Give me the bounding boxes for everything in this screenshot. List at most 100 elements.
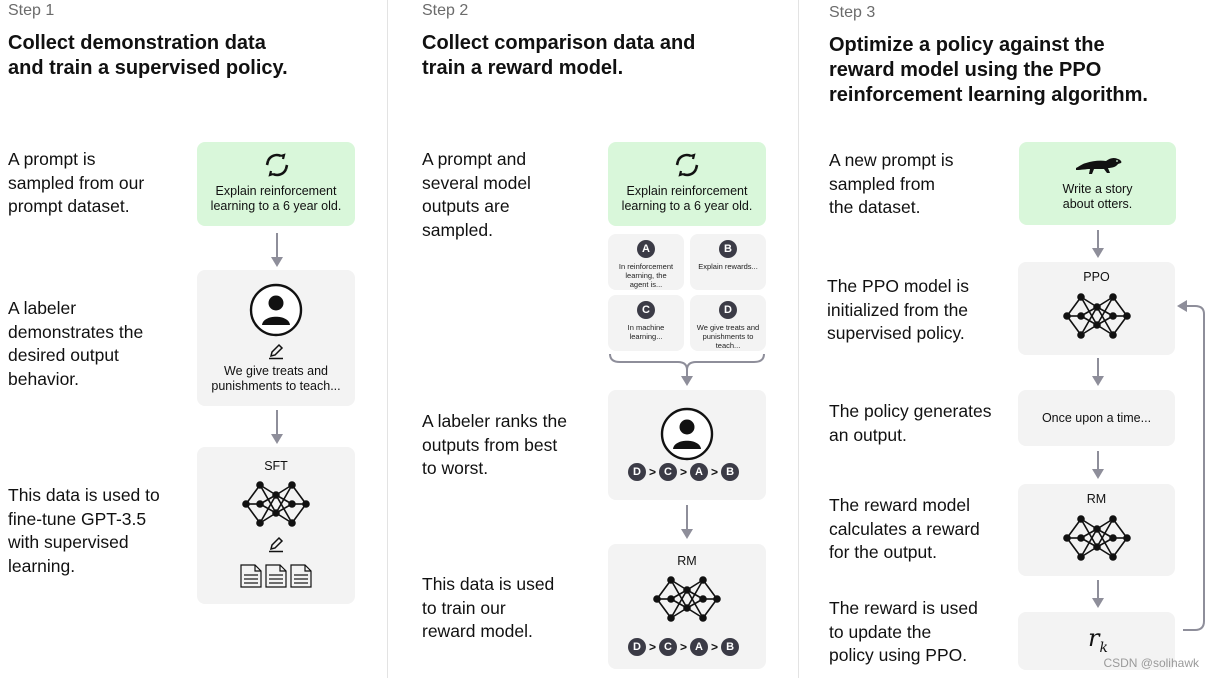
desc-line: The reward is used <box>829 598 978 618</box>
down-arrow <box>1092 451 1104 479</box>
step2-prompt-card: Explain reinforcement learning to a 6 ye… <box>608 142 766 226</box>
network-node <box>1077 515 1085 523</box>
output-card-a: A In reinforcement learning, the agent i… <box>608 234 684 290</box>
output-card-d: D We give treats and punishments to teac… <box>690 295 766 351</box>
output-badge: A <box>637 240 655 258</box>
reward-r: r <box>1088 624 1100 652</box>
network-node <box>256 500 264 508</box>
ranking-row: D > C > A > B <box>628 463 740 481</box>
prompt-line: Explain reinforcement <box>215 184 337 198</box>
demo-text: We give treats and punishments to teach.… <box>197 364 355 394</box>
step2-title: Collect comparison data and train a rewa… <box>422 31 695 81</box>
network-node <box>1123 534 1131 542</box>
demo-line: We give treats and <box>224 364 328 378</box>
step1-prompt-card: Explain reinforcement learning to a 6 ye… <box>197 142 355 226</box>
network-node <box>1123 312 1131 320</box>
desc-line: with supervised <box>8 532 129 552</box>
greater-than: > <box>711 465 719 479</box>
network-node <box>1063 312 1071 320</box>
ppo-label: PPO <box>1083 270 1110 284</box>
down-arrow <box>271 410 283 444</box>
down-arrow <box>681 505 693 539</box>
network-node <box>699 595 707 603</box>
title-line: train a reward model. <box>422 57 624 79</box>
desc-line: to train our <box>422 597 506 618</box>
output-line: Explain rewards... <box>698 262 758 271</box>
watermark: CSDN @solihawk <box>1103 656 1199 670</box>
step1-label: Step 1 <box>8 2 55 19</box>
network-node <box>256 481 264 489</box>
step2-desc-ranks: A labeler ranks the outputs from best to… <box>422 410 567 481</box>
prompt-text: Explain reinforcement learning to a 6 ye… <box>608 184 766 214</box>
step1-title: Collect demonstration data and train a s… <box>8 31 288 81</box>
feedback-loop-arrow <box>1177 300 1205 631</box>
desc-line: demonstrates the <box>8 321 144 342</box>
down-arrow <box>271 233 283 267</box>
desc-line: to update the <box>829 621 932 642</box>
network-node <box>1093 303 1101 311</box>
rm-label: RM <box>1086 492 1107 506</box>
title-line: and train a supervised policy. <box>8 57 288 79</box>
network-node <box>1109 331 1117 339</box>
network-node <box>667 595 675 603</box>
greater-than: > <box>711 640 719 654</box>
desc-line: sampled from <box>829 173 936 194</box>
desc-line: The policy generates <box>829 401 992 421</box>
step1-sft-card: SFT <box>197 447 355 604</box>
documents-icon <box>240 564 312 588</box>
network-node <box>1077 293 1085 301</box>
network-node <box>242 500 250 508</box>
step3-output-card: Once upon a time... <box>1018 390 1175 446</box>
network-node <box>288 500 296 508</box>
rm-label: RM <box>677 554 697 568</box>
greater-than: > <box>649 465 657 479</box>
desc-line: an output. <box>829 424 907 445</box>
prompt-line: Write a story <box>1062 182 1133 196</box>
rank-badge: B <box>721 638 740 656</box>
desc-line: sampled. <box>422 219 494 240</box>
desc-line: A prompt and <box>422 149 527 169</box>
rank-badge: C <box>659 463 678 481</box>
network-node <box>653 595 661 603</box>
output-text: In reinforcement learning, the agent is.… <box>612 262 680 289</box>
step3-reward-card: rk <box>1018 612 1175 670</box>
network-node <box>288 519 296 527</box>
greater-than: > <box>649 640 657 654</box>
network-node <box>1093 543 1101 551</box>
output-line: We give treats and <box>696 323 760 332</box>
desc-line: A prompt is <box>8 149 96 169</box>
neural-network-icon <box>242 481 310 527</box>
prompt-line: learning to a 6 year old. <box>210 199 342 213</box>
output-badge: B <box>719 240 737 258</box>
output-text: Explain rewards... <box>694 262 762 271</box>
step2-label: Step 2 <box>422 2 469 19</box>
network-node <box>699 576 707 584</box>
network-node <box>667 576 675 584</box>
cycle-icon <box>265 153 289 177</box>
desc-line: The reward model <box>829 495 971 515</box>
network-node <box>1093 525 1101 533</box>
output-line: teach... <box>715 341 741 350</box>
step3-desc-prompt: A new prompt is sampled from the dataset… <box>829 149 954 220</box>
output-line: punishments to <box>702 332 754 341</box>
network-node <box>713 595 721 603</box>
step2-rm-card: RM D > C > A > B <box>608 544 766 669</box>
output-line: In reinforcement <box>618 262 674 271</box>
network-node <box>683 604 691 612</box>
column-divider <box>798 0 799 678</box>
desc-line: desired output <box>8 345 119 365</box>
desc-line: calculates a reward <box>829 518 980 539</box>
network-node <box>272 509 280 517</box>
step3-label: Step 3 <box>829 4 876 21</box>
output-line: In machine <box>627 323 665 332</box>
desc-line: outputs from best <box>422 434 558 455</box>
step2-ranking-card: D > C > A > B <box>608 390 766 500</box>
desc-line: A labeler <box>8 298 77 318</box>
desc-line: learning. <box>8 555 76 576</box>
desc-line: behavior. <box>8 368 80 389</box>
demo-line: punishments to teach... <box>211 379 341 393</box>
network-node <box>1077 534 1085 542</box>
network-node <box>699 614 707 622</box>
output-card-b: B Explain rewards... <box>690 234 766 290</box>
labeler-icon <box>660 407 714 461</box>
